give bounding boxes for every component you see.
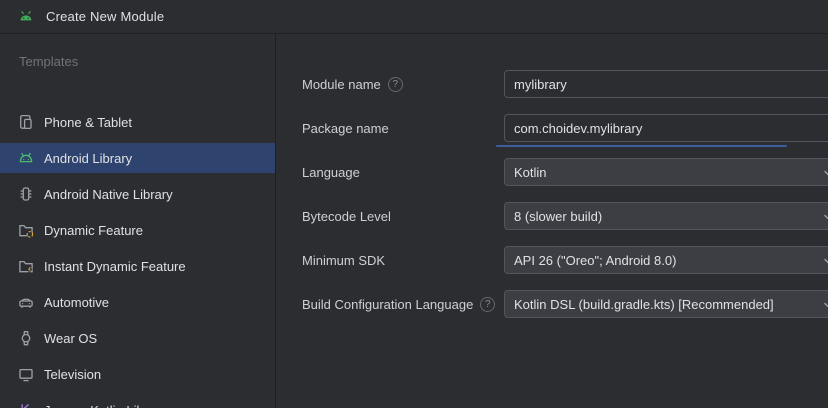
folder-lightning-icon: [17, 257, 35, 275]
chevron-down-icon: [822, 255, 828, 267]
package-name-label: Package name: [302, 120, 389, 136]
package-name-input[interactable]: [504, 114, 828, 142]
sidebar-item-android-native-library[interactable]: Android Native Library: [0, 179, 275, 209]
chevron-down-icon: [822, 211, 828, 223]
bytecode-level-dropdown[interactable]: 8 (slower build): [504, 202, 828, 230]
field-progress-underline: [496, 145, 787, 147]
help-icon[interactable]: ?: [480, 296, 496, 312]
dialog-header: Create New Module: [0, 0, 828, 34]
form-row-bytecode-level: Bytecode Level 8 (slower build): [302, 202, 828, 230]
build-configuration-language-dropdown[interactable]: Kotlin DSL (build.gradle.kts) [Recommend…: [504, 290, 828, 318]
minimum-sdk-label: Minimum SDK: [302, 252, 386, 268]
watch-icon: [17, 329, 35, 347]
sidebar-item-label: Android Library: [44, 150, 133, 166]
form-row-minimum-sdk: Minimum SDK API 26 ("Oreo"; Android 8.0): [302, 246, 828, 274]
module-name-label: Module name: [302, 76, 381, 92]
phone-tablet-icon: [17, 113, 35, 131]
minimum-sdk-dropdown[interactable]: API 26 ("Oreo"; Android 8.0): [504, 246, 828, 274]
templates-section-label: Templates: [19, 54, 79, 69]
sidebar-item-automotive[interactable]: Automotive: [0, 287, 275, 317]
sidebar-item-label: Automotive: [44, 294, 110, 310]
sidebar-item-television[interactable]: Television: [0, 359, 275, 389]
form-row-language: Language Kotlin: [302, 158, 828, 186]
sidebar-item-label: Java or Kotlin Library: [44, 403, 166, 408]
kotlin-icon: [17, 401, 35, 408]
android-robot-icon: [17, 149, 35, 167]
chevron-down-icon: [822, 167, 828, 179]
dialog-title: Create New Module: [46, 9, 165, 24]
help-icon[interactable]: ?: [387, 76, 403, 92]
sidebar-item-label: Instant Dynamic Feature: [44, 258, 186, 274]
sidebar-item-label: Wear OS: [44, 330, 98, 346]
sidebar-item-android-library[interactable]: Android Library: [0, 143, 275, 173]
module-form: Module name ? Package name Language Kotl…: [276, 34, 828, 408]
sidebar-item-java-kotlin-library[interactable]: Java or Kotlin Library: [0, 395, 275, 408]
template-list: Phone & Tablet Android Library Android N…: [0, 107, 275, 408]
chevron-down-icon: [822, 299, 828, 311]
minimum-sdk-selected-value: API 26 ("Oreo"; Android 8.0): [514, 252, 677, 268]
sidebar-item-label: Television: [44, 366, 102, 382]
language-dropdown[interactable]: Kotlin: [504, 158, 828, 186]
form-row-build-configuration-language: Build Configuration Language ? Kotlin DS…: [302, 290, 828, 318]
bytecode-level-selected-value: 8 (slower build): [514, 208, 603, 224]
module-name-input[interactable]: [504, 70, 828, 98]
sidebar-item-label: Phone & Tablet: [44, 114, 132, 130]
folder-dashed-circle-icon: [17, 221, 35, 239]
sidebar-item-label: Dynamic Feature: [44, 222, 143, 238]
build-configuration-language-label: Build Configuration Language: [302, 296, 474, 312]
templates-sidebar: Templates Phone & Tablet Android Library…: [0, 34, 276, 408]
sidebar-item-wear-os[interactable]: Wear OS: [0, 323, 275, 353]
sidebar-item-phone-tablet[interactable]: Phone & Tablet: [0, 107, 275, 137]
form-row-module-name: Module name ?: [302, 70, 828, 98]
bytecode-level-label: Bytecode Level: [302, 208, 391, 224]
language-label: Language: [302, 164, 360, 180]
sidebar-item-instant-dynamic-feature[interactable]: Instant Dynamic Feature: [0, 251, 275, 281]
sidebar-item-dynamic-feature[interactable]: Dynamic Feature: [0, 215, 275, 245]
native-chip-icon: [17, 185, 35, 203]
sidebar-item-label: Android Native Library: [44, 186, 173, 202]
form-row-package-name: Package name: [302, 114, 828, 147]
android-logo-icon: [18, 9, 34, 25]
tv-icon: [17, 365, 35, 383]
build-configuration-language-selected-value: Kotlin DSL (build.gradle.kts) [Recommend…: [514, 296, 774, 312]
car-icon: [17, 293, 35, 311]
language-selected-value: Kotlin: [514, 164, 547, 180]
